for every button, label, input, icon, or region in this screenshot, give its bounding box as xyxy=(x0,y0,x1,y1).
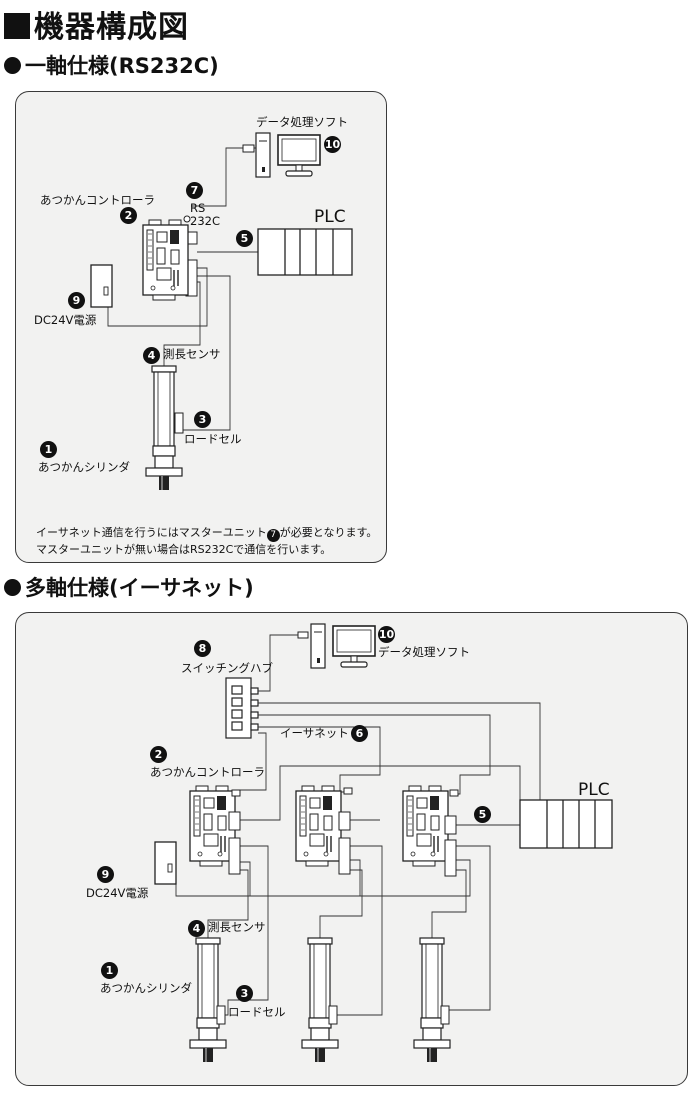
badge-plc: 5 xyxy=(236,230,253,247)
badge-loadcell-multi: 3 xyxy=(236,985,253,1002)
software-label: データ処理ソフト xyxy=(256,115,348,129)
power-label: DC24V電源 xyxy=(34,313,97,327)
loadcell-label-multi: ロードセル xyxy=(228,1005,286,1019)
section-heading-multi: 多軸仕様(イーサネット) xyxy=(4,572,254,602)
square-bullet-icon xyxy=(4,13,30,39)
note-line1-pre: イーサネット通信を行うにはマスターユニット xyxy=(36,526,267,539)
badge-hub: 8 xyxy=(194,640,211,657)
circle-bullet-icon xyxy=(4,57,21,74)
note-line2: マスターユニットが無い場合はRS232Cで通信を行います。 xyxy=(36,543,332,556)
badge-sensor-multi: 4 xyxy=(188,920,205,937)
note-line1-post: が必要となります。 xyxy=(279,526,378,539)
badge-cylinder-multi: 1 xyxy=(101,962,118,979)
note-badge: 7 xyxy=(266,529,280,542)
controller-label: あつかんコントローラ xyxy=(40,193,155,207)
hub-label: スイッチングハブ xyxy=(181,661,273,675)
page-title: 機器構成図 xyxy=(4,2,189,46)
badge-loadcell: 3 xyxy=(194,411,211,428)
circle-bullet-icon xyxy=(4,579,21,596)
cylinder-label-multi: あつかんシリンダ xyxy=(100,981,192,995)
badge-software: 10 xyxy=(324,136,341,153)
power-label-multi: DC24V電源 xyxy=(86,886,149,900)
software-label-multi: データ処理ソフト xyxy=(378,645,470,659)
section-heading-multi-text: 多軸仕様(イーサネット) xyxy=(25,576,254,600)
badge-ethernet: 6 xyxy=(351,725,368,742)
sensor-label-multi: 測長センサ xyxy=(208,920,266,934)
badge-controller: 2 xyxy=(120,207,137,224)
section-heading-single: 一軸仕様(RS232C) xyxy=(4,50,219,80)
badge-rs232c: 7 xyxy=(186,182,203,199)
controller-label-multi: あつかんコントローラ xyxy=(150,765,265,779)
loadcell-label: ロードセル xyxy=(184,432,242,446)
badge-power: 9 xyxy=(68,292,85,309)
badge-plc-multi: 5 xyxy=(474,806,491,823)
plc-label: PLC xyxy=(314,207,346,227)
badge-controller-multi: 2 xyxy=(150,746,167,763)
badge-cylinder: 1 xyxy=(40,441,57,458)
single-axis-panel xyxy=(15,91,387,563)
badge-software-multi: 10 xyxy=(378,626,395,643)
badge-sensor: 4 xyxy=(143,347,160,364)
ethernet-label: イーサネット xyxy=(280,726,349,740)
plc-label-multi: PLC xyxy=(578,780,610,800)
page-title-text: 機器構成図 xyxy=(34,10,189,45)
rs232c-label: RS 232C xyxy=(190,201,220,229)
sensor-label: 測長センサ xyxy=(163,347,221,361)
multi-axis-panel xyxy=(15,612,688,1086)
section-heading-single-text: 一軸仕様(RS232C) xyxy=(25,54,219,78)
badge-power-multi: 9 xyxy=(97,866,114,883)
cylinder-label: あつかんシリンダ xyxy=(38,460,130,474)
